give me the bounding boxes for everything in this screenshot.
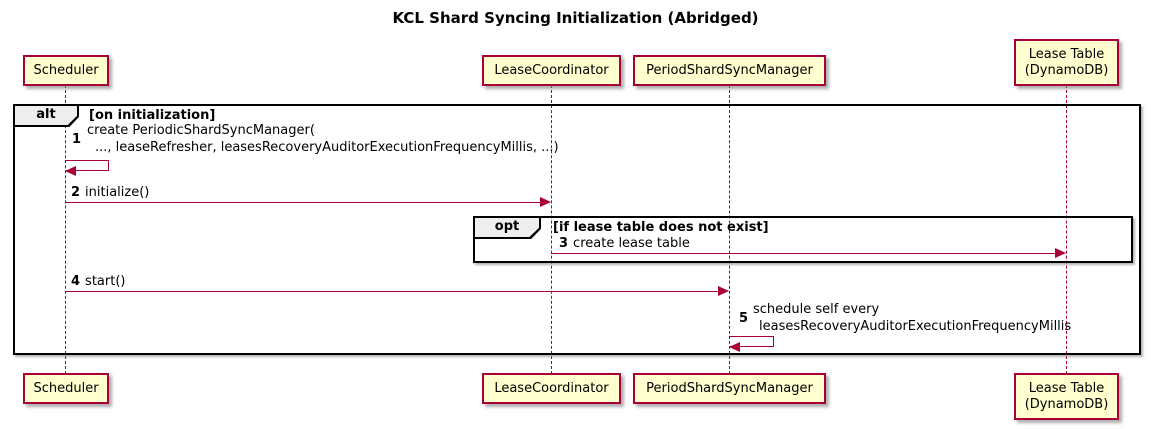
participant-lease-coordinator-top: LeaseCoordinator: [482, 55, 621, 86]
message-2-label: 2 initialize(): [71, 185, 149, 200]
message-1-text-line1: create PeriodicShardSyncManager(: [87, 123, 315, 138]
message-5-arrowhead: [729, 342, 740, 352]
message-1-text-line2: ..., leaseRefresher, leasesRecoveryAudit…: [95, 140, 559, 155]
message-1-arrowhead: [65, 166, 76, 176]
message-3-text: create lease table: [573, 236, 690, 251]
message-4-text: start(): [85, 274, 126, 289]
opt-frame-label: opt: [475, 218, 539, 237]
opt-frame: opt [if lease table does not exist]: [473, 216, 1133, 263]
message-4-line: [65, 291, 719, 292]
message-3-line: [551, 253, 1056, 254]
message-2-text: initialize(): [85, 185, 150, 200]
message-2-arrowhead: [540, 197, 551, 207]
message-3-label: 3 create lease table: [559, 236, 690, 251]
diagram-title: KCL Shard Syncing Initialization (Abridg…: [392, 9, 759, 27]
participant-scheduler-bottom: Scheduler: [23, 373, 109, 404]
lifeline-period-shard-sync-manager: [729, 85, 730, 374]
lifeline-lease-coordinator: [551, 85, 552, 374]
alt-frame-tab: alt: [15, 106, 79, 127]
message-2-number: 2: [71, 185, 81, 200]
message-5-text-line1: schedule self every: [753, 302, 880, 317]
message-5-self-arrow: [729, 336, 774, 347]
lifeline-lease-table: [1066, 85, 1067, 374]
message-1-number: 1: [72, 132, 82, 147]
participant-period-shard-sync-manager-bottom: PeriodShardSyncManager: [633, 373, 826, 404]
message-2-line: [65, 202, 545, 203]
opt-frame-tab: opt: [475, 218, 541, 239]
lifeline-scheduler: [65, 85, 66, 374]
alt-frame-label: alt: [15, 106, 77, 125]
message-4-label: 4 start(): [71, 274, 125, 289]
participant-period-shard-sync-manager-top: PeriodShardSyncManager: [633, 55, 826, 86]
message-4-arrowhead: [718, 286, 729, 296]
message-3-arrowhead: [1055, 248, 1066, 258]
message-5-text-line2: leasesRecoveryAuditorExecutionFrequencyM…: [759, 319, 1072, 334]
message-3-number: 3: [559, 236, 569, 251]
alt-frame: alt [on initialization]: [13, 104, 1141, 355]
participant-lease-coordinator-bottom: LeaseCoordinator: [482, 373, 621, 404]
opt-frame-condition: [if lease table does not exist]: [553, 220, 769, 235]
message-4-number: 4: [71, 274, 81, 289]
message-1-self-arrow: [65, 160, 109, 171]
participant-scheduler-top: Scheduler: [23, 55, 109, 86]
participant-lease-table-bottom: Lease Table (DynamoDB): [1014, 373, 1119, 420]
participant-lease-table-top: Lease Table (DynamoDB): [1014, 39, 1119, 86]
message-5-number: 5: [739, 311, 749, 326]
alt-frame-condition: [on initialization]: [89, 108, 216, 123]
